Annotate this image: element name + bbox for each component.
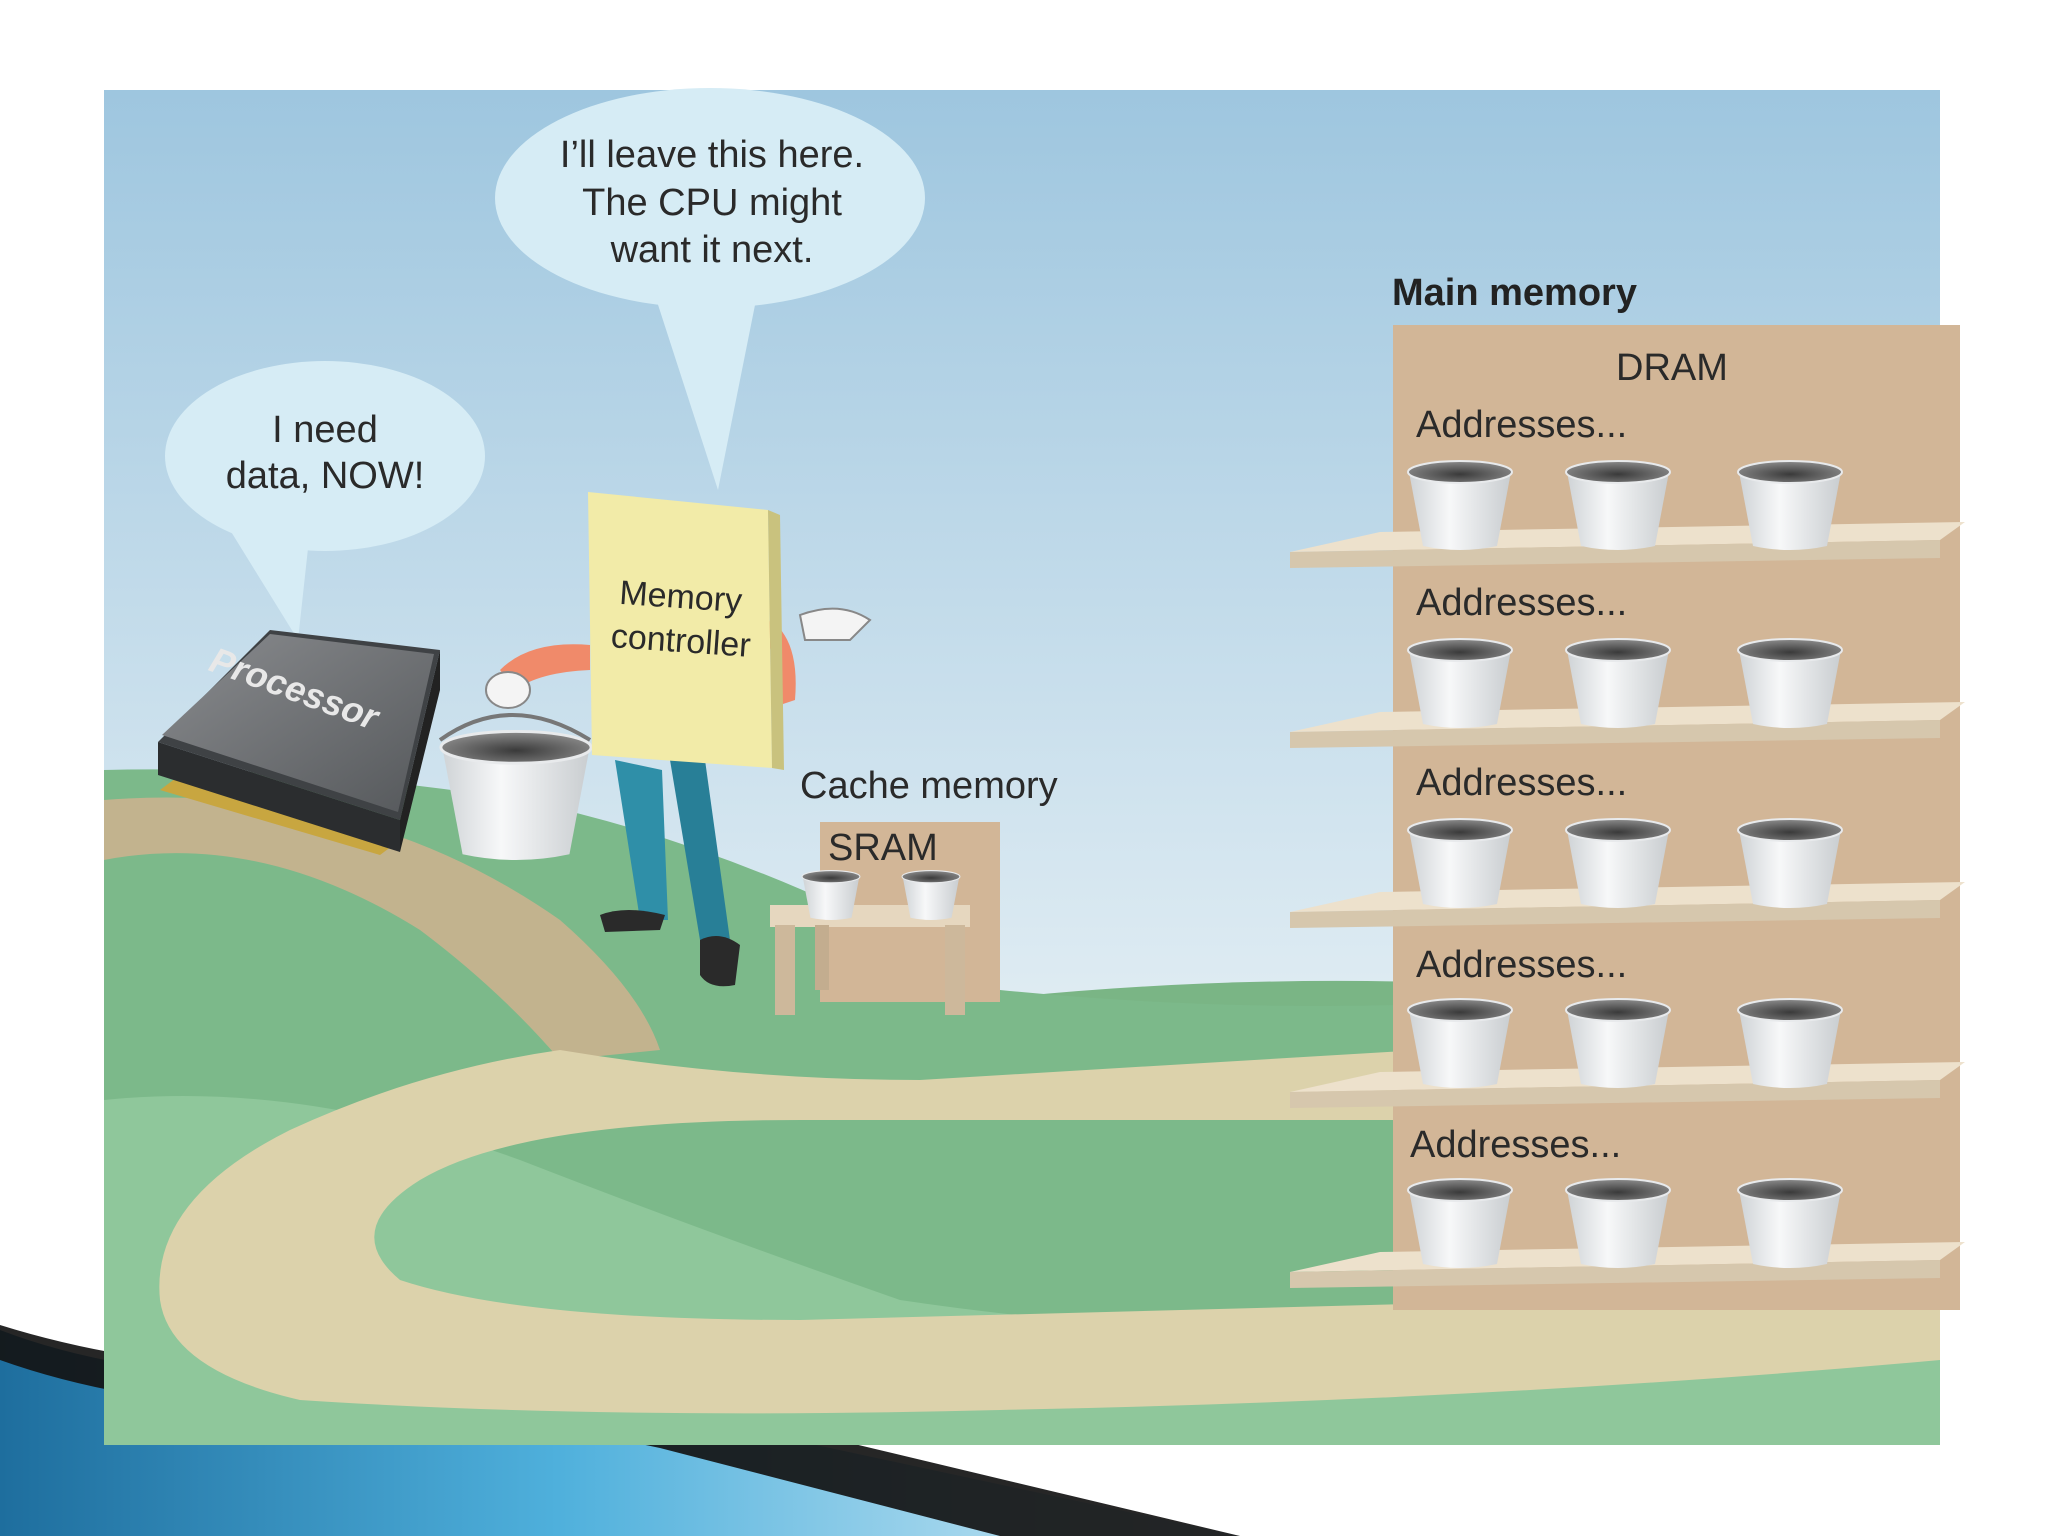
memory-bucket-icon bbox=[1565, 818, 1671, 908]
controller-bubble-line-2: The CPU might bbox=[582, 182, 842, 224]
shelf-address-label: Addresses... bbox=[1416, 404, 1627, 446]
memory-bucket-icon bbox=[1737, 460, 1843, 550]
memory-controller-line-1: Memory bbox=[618, 574, 743, 620]
memory-shelf: Addresses... bbox=[1290, 404, 1965, 568]
shelf-address-label: Addresses... bbox=[1416, 944, 1627, 986]
memory-bucket-icon bbox=[1407, 638, 1513, 728]
processor-speech-bubble: I need data, NOW! bbox=[165, 361, 485, 640]
memory-controller-figure: Memory controller bbox=[485, 492, 872, 987]
memory-bucket-icon bbox=[1565, 460, 1671, 550]
memory-bucket-icon bbox=[1565, 638, 1671, 728]
memory-bucket-icon bbox=[1737, 998, 1843, 1088]
memory-bucket-icon bbox=[1407, 998, 1513, 1088]
memory-bucket-icon bbox=[1737, 1178, 1843, 1268]
main-memory-title: Main memory bbox=[1392, 272, 1637, 314]
memory-shelf: Addresses... bbox=[1290, 582, 1965, 748]
memory-bucket-icon bbox=[1407, 460, 1513, 550]
main-memory-type: DRAM bbox=[1616, 347, 1728, 389]
controller-bubble-line-1: I’ll leave this here. bbox=[560, 134, 864, 176]
main-memory: Main memory DRAM Addresses... Addresses.… bbox=[1290, 272, 1965, 1310]
shelf-address-label: Addresses... bbox=[1416, 582, 1627, 624]
memory-shelf: Addresses... bbox=[1290, 762, 1965, 928]
cache-bucket-icon bbox=[801, 870, 861, 920]
memory-shelf: Addresses... bbox=[1290, 1124, 1965, 1288]
controller-speech-bubble: I’ll leave this here. The CPU might want… bbox=[495, 88, 925, 490]
memory-bucket-icon bbox=[1407, 818, 1513, 908]
memory-bucket-icon bbox=[1565, 998, 1671, 1088]
cache-memory-type: SRAM bbox=[828, 827, 938, 869]
processor-bubble-line-1: I need bbox=[272, 409, 378, 451]
cache-memory-title: Cache memory bbox=[800, 765, 1058, 807]
shelf-address-label: Addresses... bbox=[1416, 762, 1627, 804]
processor-chip: Processor bbox=[158, 630, 440, 855]
memory-shelf: Addresses... bbox=[1290, 944, 1965, 1108]
processor-bubble-line-2: data, NOW! bbox=[226, 455, 425, 497]
controller-bubble-line-3: want it next. bbox=[610, 229, 814, 271]
shelf-address-label: Addresses... bbox=[1410, 1124, 1621, 1166]
memory-bucket-icon bbox=[1737, 638, 1843, 728]
carried-bucket-icon bbox=[438, 713, 593, 860]
cache-memory: Cache memory SRAM bbox=[770, 765, 1058, 1015]
cache-bucket-icon bbox=[901, 870, 961, 920]
memory-bucket-icon bbox=[1407, 1178, 1513, 1268]
memory-bucket-icon bbox=[1737, 818, 1843, 908]
memory-bucket-icon bbox=[1565, 1178, 1671, 1268]
